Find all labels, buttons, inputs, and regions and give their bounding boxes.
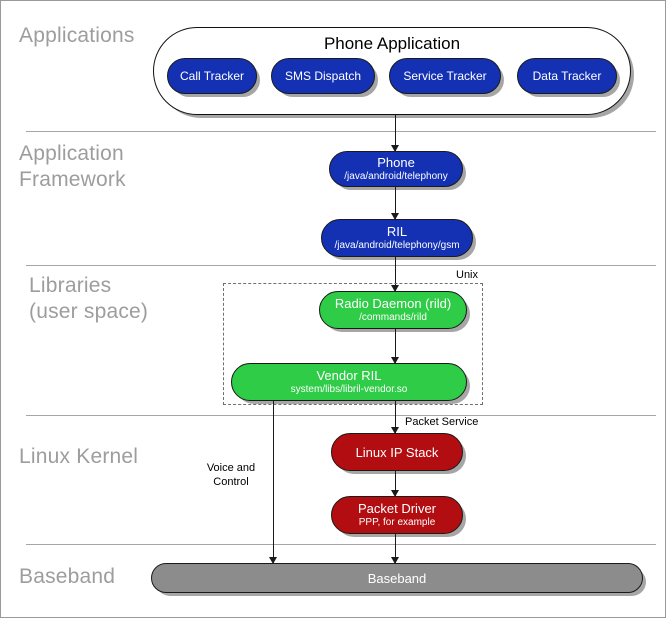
kernel-node-linux-ip-stack[interactable]: Linux IP Stack [331, 433, 463, 471]
node-subtitle: system/libs/libril-vendor.so [290, 384, 408, 395]
arrowhead-apps-to-phone [391, 145, 399, 152]
edge-label-voice-and-control: Voice and Control [206, 462, 256, 488]
arrowhead-ril-to-rild [391, 285, 399, 292]
divider-framework-libraries [26, 265, 656, 266]
phone-application-title: Phone Application [323, 34, 461, 53]
layer-label-baseband: Baseband [19, 565, 116, 588]
arrowhead-rild-to-vendor-ril [391, 357, 399, 364]
connector-ril-to-rild [395, 257, 396, 291]
unix-group-label: Unix [456, 269, 479, 281]
node-title: Phone [377, 155, 415, 170]
framework-node-phone[interactable]: Phone /java/android/telephony [329, 151, 463, 187]
baseband-node[interactable]: Baseband [151, 563, 643, 593]
arrowhead-vendor-ril-to-ip-stack [391, 427, 399, 434]
layer-label-libraries: Libraries (user space) [29, 274, 149, 323]
node-title: Vendor RIL [316, 368, 382, 383]
arrowhead-voice-control-to-baseband [269, 557, 277, 564]
arrowhead-phone-to-ril [391, 213, 399, 220]
unix-group-box [223, 283, 483, 405]
node-subtitle: /java/android/telephony/gsm [334, 240, 460, 251]
node-title: SMS Dispatch [284, 68, 362, 83]
app-node-data-tracker[interactable]: Data Tracker [517, 58, 617, 94]
library-node-radio-daemon[interactable]: Radio Daemon (rild) /commands/rild [319, 291, 467, 329]
layer-label-applications: Applications [19, 24, 135, 47]
node-title: Call Tracker [179, 68, 244, 83]
layer-label-application-framework: Application Framework [19, 142, 126, 191]
divider-kernel-baseband [26, 544, 656, 545]
node-title: Packet Driver [357, 501, 437, 516]
connector-packet-driver-to-baseband [395, 534, 396, 563]
divider-libraries-kernel [26, 415, 656, 416]
connector-apps-to-phone [395, 115, 396, 151]
node-title: Radio Daemon (rild) [334, 296, 452, 311]
kernel-node-packet-driver[interactable]: Packet Driver PPP, for example [331, 496, 463, 534]
connector-rild-to-vendor-ril [395, 329, 396, 363]
connector-vendor-ril-to-ip-stack [395, 401, 396, 433]
divider-applications-framework [26, 131, 656, 132]
node-title: Data Tracker [532, 68, 602, 83]
connector-ip-stack-to-packet-driver [395, 471, 396, 496]
arrowhead-ip-stack-to-packet-driver [391, 490, 399, 497]
app-node-service-tracker[interactable]: Service Tracker [389, 58, 501, 94]
library-node-vendor-ril[interactable]: Vendor RIL system/libs/libril-vendor.so [231, 363, 467, 401]
edge-label-packet-service: Packet Service [405, 416, 479, 428]
node-title: Linux IP Stack [355, 444, 439, 460]
framework-node-ril[interactable]: RIL /java/android/telephony/gsm [321, 219, 473, 257]
node-subtitle: /java/android/telephony [344, 171, 448, 182]
app-node-sms-dispatch[interactable]: SMS Dispatch [271, 58, 375, 94]
arrowhead-packet-driver-to-baseband [391, 557, 399, 564]
node-title: Service Tracker [403, 68, 487, 83]
node-title: RIL [386, 224, 408, 239]
layer-label-linux-kernel: Linux Kernel [19, 445, 139, 468]
connector-vendor-ril-to-baseband [273, 401, 274, 563]
app-node-call-tracker[interactable]: Call Tracker [167, 58, 257, 94]
node-subtitle: PPP, for example [358, 517, 436, 528]
node-subtitle: /commands/rild [359, 312, 427, 323]
connector-phone-to-ril [395, 187, 396, 219]
node-title: Baseband [367, 570, 427, 586]
